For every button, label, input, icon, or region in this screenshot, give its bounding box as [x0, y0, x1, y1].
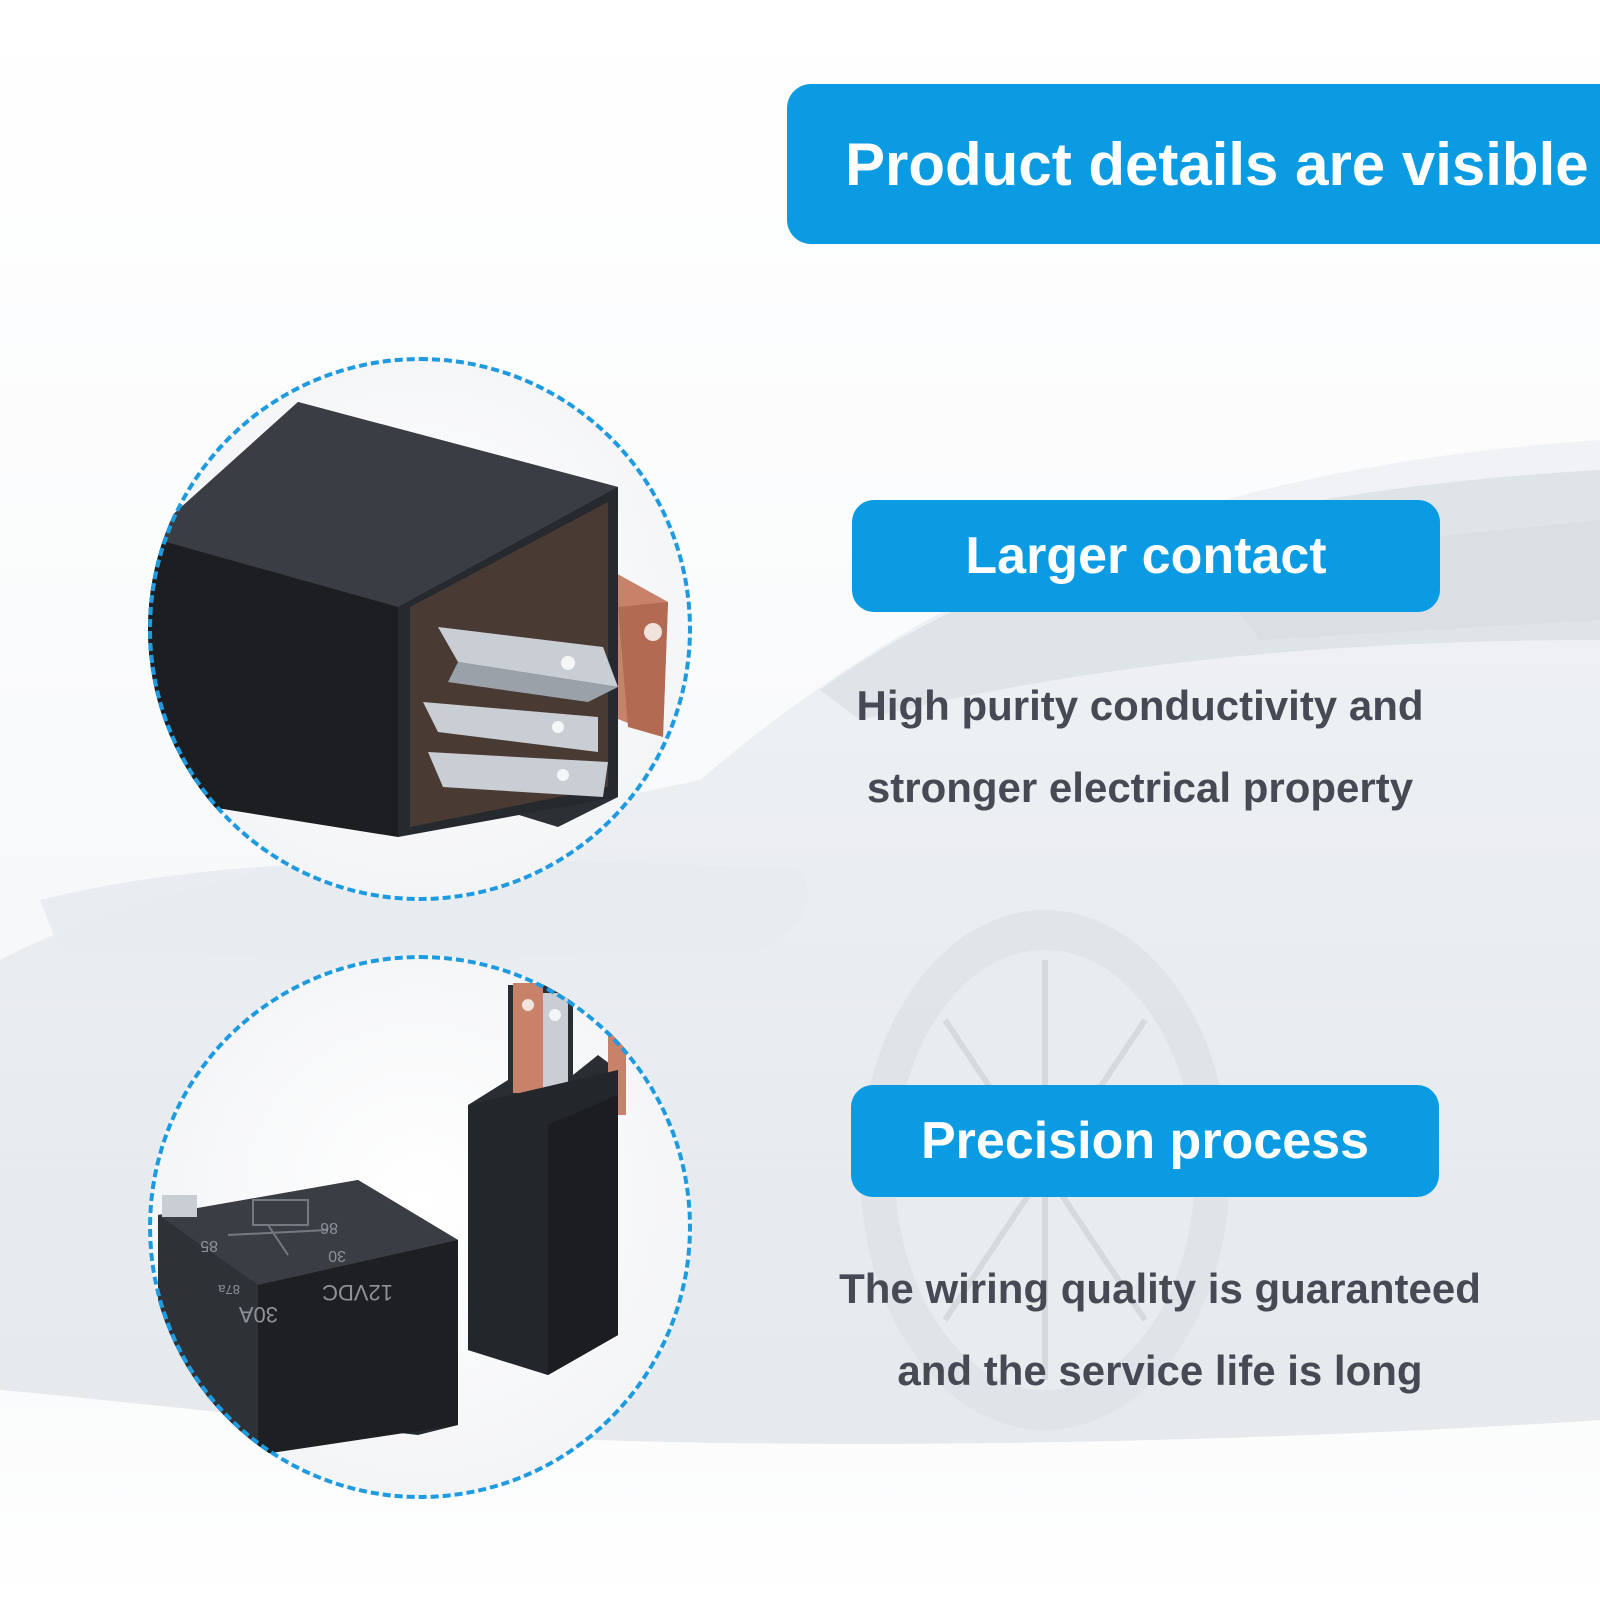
feature-1-line-1: High purity conductivity and [856, 682, 1424, 729]
closeup-ring-2 [148, 955, 692, 1499]
closeup-ring-1 [148, 357, 692, 901]
feature-2-line-1: The wiring quality is guaranteed [839, 1265, 1481, 1312]
feature-title-larger-contact: Larger contact [852, 500, 1440, 612]
feature-description-1: High purity conductivity and stronger el… [820, 665, 1460, 829]
feature-description-2: The wiring quality is guaranteed and the… [780, 1248, 1540, 1412]
feature-title-precision-process: Precision process [851, 1085, 1439, 1197]
header-banner: Product details are visible [787, 84, 1600, 244]
feature-2-line-2: and the service life is long [897, 1347, 1423, 1394]
feature-1-line-2: stronger electrical property [866, 764, 1414, 811]
